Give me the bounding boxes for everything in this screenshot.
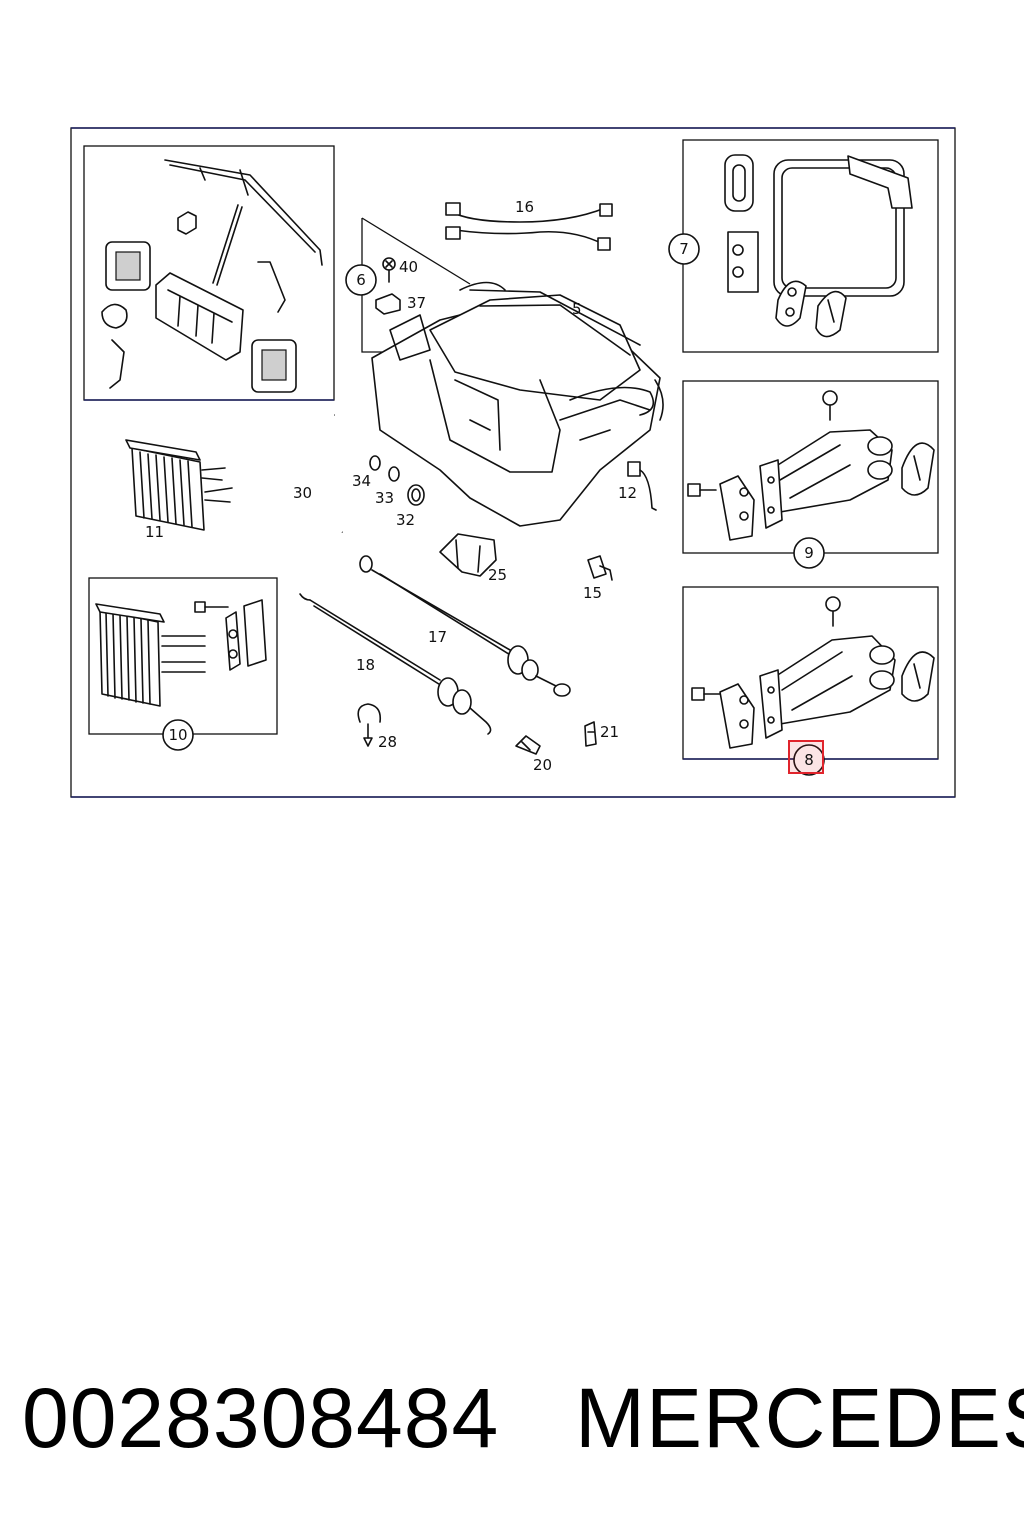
label-34: 34 [352,472,371,490]
label-32: 32 [396,511,415,529]
part-21-clip: 21 [584,721,619,747]
label-7: 7 [679,240,689,258]
box-part-7-seals: 7 [668,139,939,353]
part-18-cable: 18 [299,593,492,735]
part-17-cable: 17 [359,555,571,697]
part-11-heater-core: 11 [125,439,233,541]
part-30-hose: 30 [293,413,343,534]
part-37-clip: 37 [375,293,426,315]
label-28: 28 [378,733,397,751]
label-16: 16 [515,198,534,216]
parts-diagram: 16 5 6 40 37 [70,127,956,798]
o-rings: 34 33 32 [352,455,425,529]
part-number: 0028308484 [22,1371,500,1465]
brand-name: MERCEDES [575,1371,1024,1465]
part-5-heater-housing: 5 [361,217,664,527]
label-5: 5 [572,300,582,318]
part-20-bracket: 20 [515,735,552,774]
label-40: 40 [399,258,418,276]
label-11: 11 [145,523,164,541]
label-6: 6 [356,271,366,289]
label-21: 21 [600,723,619,741]
label-20: 20 [533,756,552,774]
label-30: 30 [293,484,312,502]
part-28-clamp: 28 [357,703,397,751]
label-33: 33 [375,489,394,507]
part-15-clip: 15 [583,555,613,602]
box-part-8-valve: 8 [682,586,939,776]
label-9: 9 [804,544,814,562]
label-17: 17 [428,628,447,646]
box-flap-assembly [83,145,335,401]
box-part-10: 10 [88,577,278,751]
part-25-bracket: 25 [439,533,507,584]
label-10: 10 [168,726,187,744]
box-part-9-valve: 9 [682,380,939,569]
label-37: 37 [407,294,426,312]
highlight-box-8[interactable] [788,740,824,774]
label-25: 25 [488,566,507,584]
label-15: 15 [583,584,602,602]
label-12: 12 [618,484,637,502]
part-16-wiring-harness: 16 [445,198,613,251]
part-12-sensor: 12 [618,461,657,511]
label-8: 8 [804,751,814,769]
part-40-screw: 40 [382,257,418,283]
callout-6: 6 [345,264,377,296]
label-18: 18 [356,656,375,674]
